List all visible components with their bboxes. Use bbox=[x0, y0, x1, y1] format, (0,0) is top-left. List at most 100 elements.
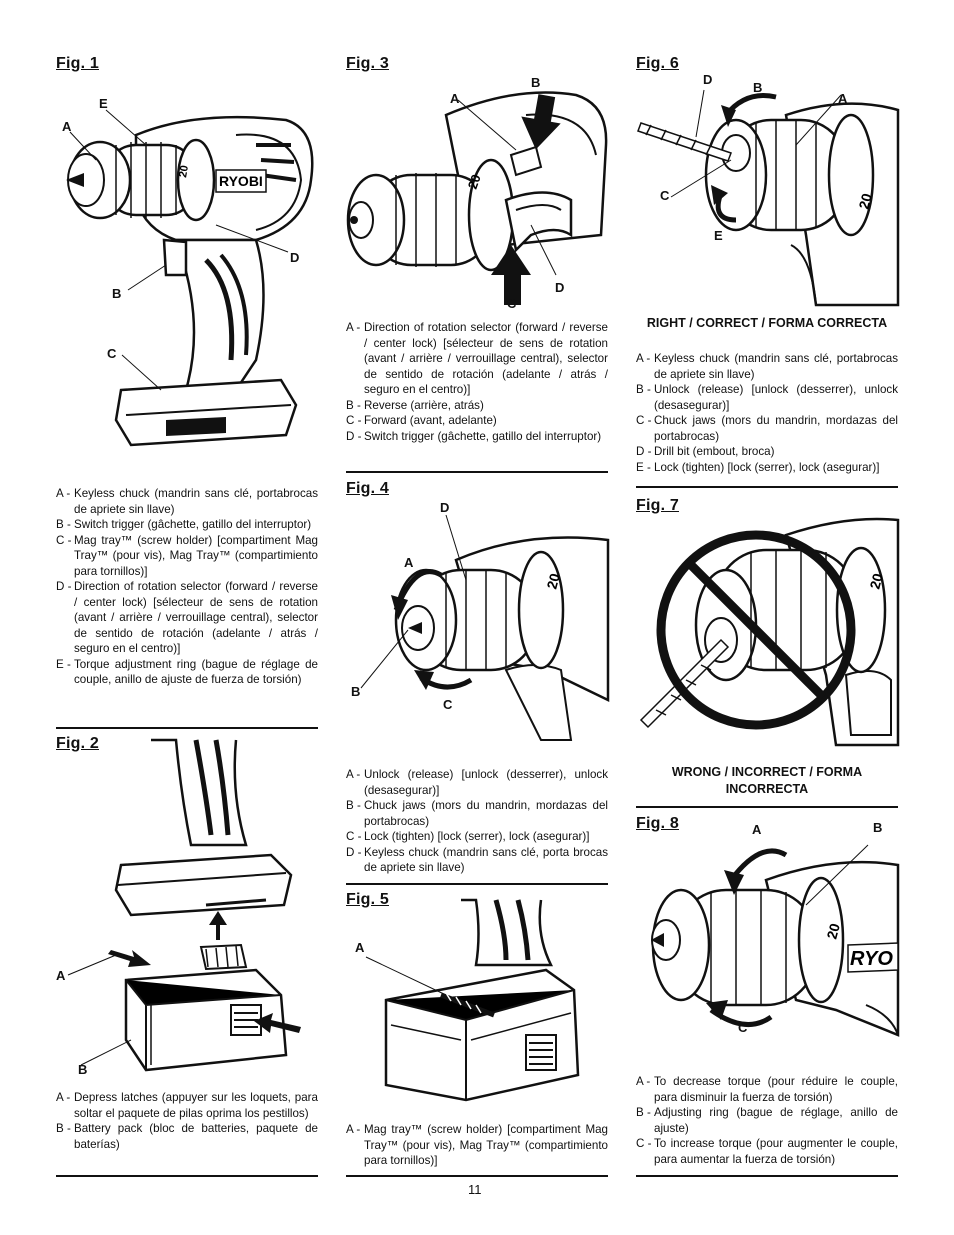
fig8-callout-b: B bbox=[873, 820, 883, 835]
fig2-callout-b: B bbox=[78, 1062, 88, 1077]
fig6-callout-c: C bbox=[660, 188, 670, 203]
legend-item: A -Keyless chuck (mandrin sans clé, port… bbox=[636, 351, 898, 382]
legend-text: Unlock (release) [unlock (desserrer), un… bbox=[364, 768, 608, 797]
legend-item: D -Drill bit (embout, broca) bbox=[636, 444, 898, 460]
legend-item: A -Mag tray™ (screw holder) [compartimen… bbox=[346, 1122, 608, 1169]
legend-key: E - bbox=[56, 657, 71, 671]
legend-key: A - bbox=[346, 1123, 361, 1136]
legend-key: A - bbox=[346, 768, 361, 781]
legend-text: Drill bit (embout, broca) bbox=[654, 445, 775, 458]
fig6-drill-bit-illustration: 20 bbox=[637, 89, 900, 307]
svg-text:20: 20 bbox=[465, 172, 484, 191]
legend-key: A - bbox=[636, 1075, 651, 1088]
legend-item: C -Chuck jaws (mors du mandrin, mordazas… bbox=[636, 413, 898, 444]
page-number: 11 bbox=[468, 1182, 482, 1197]
legend-text: Torque adjustment ring (bague de réglage… bbox=[74, 657, 318, 687]
fig4-callout-a: A bbox=[404, 555, 414, 570]
fig3-legend: A -Direction of rotation selector (forwa… bbox=[346, 320, 608, 444]
legend-text: Direction of rotation selector (forward … bbox=[74, 580, 318, 655]
svg-text:20: 20 bbox=[866, 571, 886, 590]
legend-item: B -Battery pack (bloc de batteries, paqu… bbox=[56, 1121, 318, 1152]
fig3-callout-a: A bbox=[450, 91, 460, 106]
svg-text:20: 20 bbox=[543, 571, 563, 590]
svg-text:20: 20 bbox=[177, 164, 191, 178]
fig3-selector-illustration: 20 bbox=[346, 91, 608, 305]
legend-key: C - bbox=[346, 414, 362, 427]
legend-key: B - bbox=[346, 398, 361, 412]
divider-rule bbox=[346, 471, 608, 473]
fig7-title: Fig. 7 bbox=[636, 497, 679, 514]
legend-item: E -Torque adjustment ring (bague de régl… bbox=[56, 657, 318, 688]
fig6-title: Fig. 6 bbox=[636, 55, 679, 72]
fig8-title: Fig. 8 bbox=[636, 815, 679, 832]
divider-rule bbox=[56, 727, 318, 729]
legend-key: D - bbox=[346, 429, 362, 443]
legend-text: Depress latches (appuyer sur les loquets… bbox=[74, 1091, 318, 1120]
divider-rule bbox=[636, 806, 898, 808]
legend-item: A -Keyless chuck (mandrin sans clé, port… bbox=[56, 486, 318, 517]
fig2-legend: A -Depress latches (appuyer sur les loqu… bbox=[56, 1090, 318, 1152]
legend-text: Chuck jaws (mors du mandrin, mordazas de… bbox=[364, 799, 608, 828]
legend-text: Direction of rotation selector (forward … bbox=[364, 321, 608, 396]
fig8-callout-c: C bbox=[738, 1020, 748, 1035]
fig2-title: Fig. 2 bbox=[56, 735, 99, 752]
fig5-title: Fig. 5 bbox=[346, 891, 389, 908]
legend-item: C -Lock (tighten) [lock (serrer), lock (… bbox=[346, 829, 608, 845]
legend-item: A -Direction of rotation selector (forwa… bbox=[346, 320, 608, 398]
fig4-callout-b: B bbox=[351, 684, 361, 699]
legend-key: B - bbox=[56, 518, 71, 531]
legend-text: Lock (tighten) [lock (serrer), lock (ase… bbox=[654, 460, 880, 474]
legend-key: B - bbox=[56, 1122, 71, 1135]
divider-rule bbox=[346, 1175, 608, 1177]
fig4-callout-c: C bbox=[443, 697, 453, 712]
legend-item: D -Direction of rotation selector (forwa… bbox=[56, 579, 318, 657]
legend-item: C -Mag tray™ (screw holder) [compartimen… bbox=[56, 533, 318, 580]
svg-text:20: 20 bbox=[855, 191, 875, 210]
legend-item: D -Switch trigger (gâchette, gatillo del… bbox=[346, 429, 608, 445]
fig1-callout-c: C bbox=[107, 346, 117, 361]
fig6-callout-a: A bbox=[838, 91, 848, 106]
fig7-caption-line2: INCORRECTA bbox=[725, 782, 809, 796]
fig6-callout-e: E bbox=[714, 228, 723, 243]
fig4-legend: A -Unlock (release) [unlock (desserrer),… bbox=[346, 767, 608, 876]
fig4-callout-d: D bbox=[440, 500, 450, 515]
fig6-callout-b: B bbox=[753, 80, 763, 95]
fig1-callout-d: D bbox=[290, 250, 300, 265]
legend-key: C - bbox=[56, 533, 72, 547]
legend-item: B -Unlock (release) [unlock (desserrer),… bbox=[636, 382, 898, 413]
legend-text: To increase torque (pour augmenter le co… bbox=[654, 1137, 898, 1166]
legend-key: A - bbox=[56, 487, 71, 500]
legend-text: Switch trigger (gâchette, gatillo del in… bbox=[364, 429, 602, 443]
legend-text: Unlock (release) [unlock (desserrer), un… bbox=[654, 383, 898, 412]
fig7-caption: WRONG / INCORRECT / FORMA INCORRECTA bbox=[636, 764, 898, 798]
legend-text: Switch trigger (gâchette, gatillo del in… bbox=[74, 518, 312, 531]
fig4-chuck-illustration: 20 bbox=[360, 514, 610, 741]
fig1-callout-b: B bbox=[112, 286, 122, 301]
legend-text: Lock (tighten) [lock (serrer), lock (ase… bbox=[364, 830, 590, 843]
legend-text: Keyless chuck (mandrin sans clé, portabr… bbox=[74, 487, 318, 516]
legend-item: B -Reverse (arrière, atrás) bbox=[346, 398, 608, 414]
fig1-brand-logo: RYOBI bbox=[219, 173, 263, 189]
fig8-torque-illustration: RYO 20 bbox=[651, 844, 900, 1037]
divider-rule bbox=[346, 883, 608, 885]
fig8-callout-a: A bbox=[752, 822, 762, 837]
legend-text: Battery pack (bloc de batteries, paquete… bbox=[74, 1122, 318, 1151]
legend-text: To decrease torque (pour réduire le coup… bbox=[654, 1075, 898, 1104]
legend-key: C - bbox=[636, 1137, 652, 1150]
fig1-callout-a: A bbox=[62, 119, 72, 134]
legend-text: Reverse (arrière, atrás) bbox=[364, 398, 484, 412]
fig7-caption-line1: WRONG / INCORRECT / FORMA bbox=[671, 765, 863, 779]
fig2-callout-a: A bbox=[56, 968, 66, 983]
legend-text: Mag tray™ (screw holder) [compartiment M… bbox=[364, 1123, 608, 1167]
fig7-wrong-illustration: 20 bbox=[639, 517, 900, 747]
legend-key: C - bbox=[636, 414, 652, 427]
legend-item: A -To decrease torque (pour réduire le c… bbox=[636, 1074, 898, 1105]
fig4-title: Fig. 4 bbox=[346, 480, 389, 497]
divider-rule bbox=[636, 486, 898, 488]
divider-rule bbox=[56, 1175, 318, 1177]
legend-text: Adjusting ring (bague de réglage, anillo… bbox=[654, 1106, 898, 1135]
legend-text: Keyless chuck (mandrin sans clé, portabr… bbox=[654, 352, 898, 381]
legend-key: D - bbox=[56, 580, 72, 593]
legend-item: B -Adjusting ring (bague de réglage, ani… bbox=[636, 1105, 898, 1136]
fig1-title: Fig. 1 bbox=[56, 55, 99, 72]
